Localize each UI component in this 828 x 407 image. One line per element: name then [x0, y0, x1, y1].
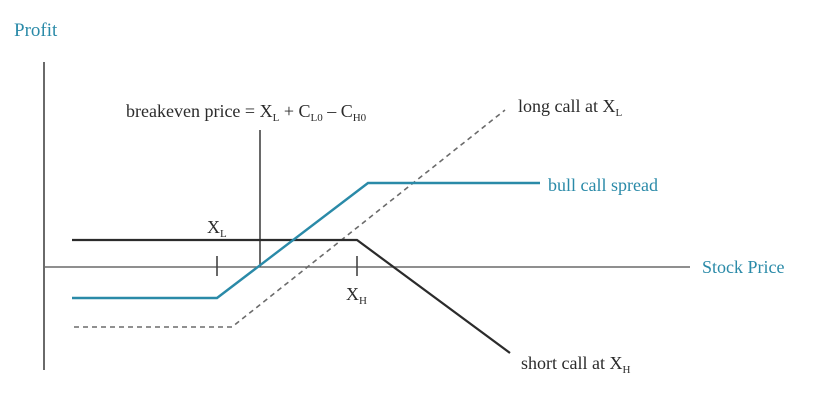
bull-call-spread-label: bull call spread — [548, 175, 658, 195]
x-axis-label: Stock Price — [702, 257, 785, 277]
long-call-line — [74, 109, 506, 328]
short-call-label: short call at XH — [521, 353, 630, 376]
xh-label: XH — [346, 284, 367, 307]
xl-label: XL — [207, 217, 227, 240]
short-call-line — [72, 238, 511, 354]
bull-call-spread-line — [72, 181, 540, 300]
long-call-label: long call at XL — [518, 96, 622, 119]
breakeven-formula-label: breakeven price = XL + CL0 – CH0 — [126, 101, 367, 124]
y-axis-label: Profit — [14, 20, 58, 41]
